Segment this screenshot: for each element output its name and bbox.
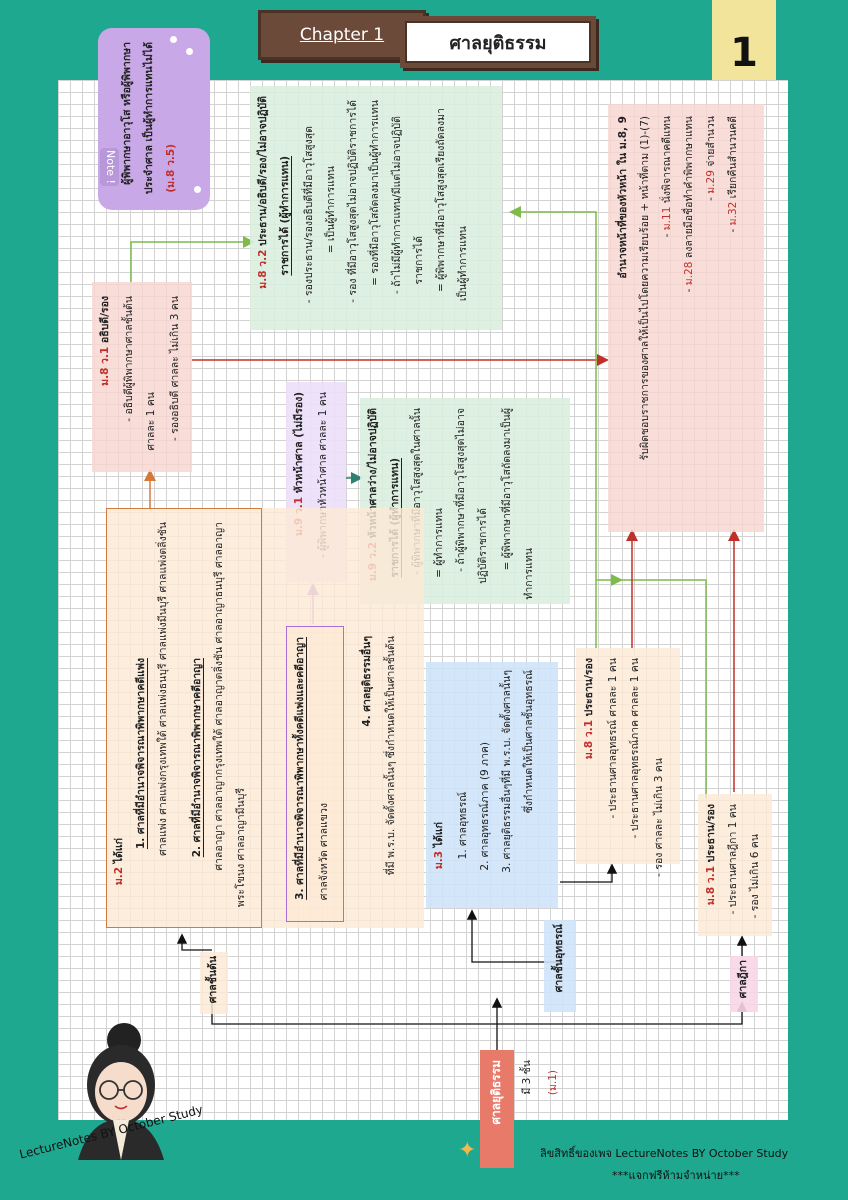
chapter-tab: Chapter 1 — [258, 10, 426, 60]
m8-appeal-box: ม.8 ว.1 ประธาน/รอง - ประธานศาลอุทธรณ์ ศา… — [576, 648, 680, 877]
level-appeal-box: ศาลชั้นอุทธรณ์ — [544, 920, 576, 1012]
note-card: Note ! ผู้พิพากษาอาวุโส หรือผู้พิพากษา ป… — [98, 28, 210, 210]
page-title: ศาลยุติธรรม — [449, 32, 547, 54]
page-number: 1 — [730, 30, 758, 76]
m8-v2-box: ม.8 ว.2 ประธาน/อธิบดี/รอง/ไม่อาจปฏิบัติ … — [250, 86, 502, 330]
footer-notice: ***แจกฟรีห้ามจำหน่าย*** — [612, 1169, 740, 1182]
note-tag: Note ! — [100, 148, 119, 186]
m8-supreme-box: ม.8 ว.1 ประธาน/รอง - ประธานศาลฎีกา 1 คน … — [698, 794, 772, 936]
appeal-box: ม.3 ได้แก่ 1. ศาลอุทธรณ์ 2. ศาลอุทธรณ์ภา… — [426, 662, 558, 908]
level-supreme-box: ศาลฎีกา — [730, 956, 758, 1012]
m8-first-box: ม.8 ว.1 อธิบดี/รอง - อธิบดีผู้พิพากษาศาล… — [92, 282, 192, 472]
duties-box: อำนาจหน้าที่ของหัวหน้า ใน ม.8, 9 รับผิดช… — [608, 104, 764, 532]
star-icon: ✦ — [458, 1138, 477, 1163]
civil-criminal-outline — [106, 508, 262, 928]
item3-box: 3. ศาลที่มีอำนาจพิจารณาพิพากษาทั้งคดีแพ่… — [286, 626, 344, 922]
title-tab: ศาลยุติธรรม — [400, 16, 596, 68]
level-first-box: ศาลชั้นต้น — [200, 952, 228, 1014]
footer-copyright: ลิขสิทธิ์ของเพจ LectureNotes BY October … — [540, 1147, 789, 1160]
chapter-label: Chapter 1 — [299, 25, 385, 45]
root-box: ศาลยุติธรรม — [480, 1050, 514, 1168]
first-instance-box: ม.2 ได้แก่ 1. ศาลที่มีอำนาจพิจารณาพิพากษ… — [106, 508, 424, 928]
